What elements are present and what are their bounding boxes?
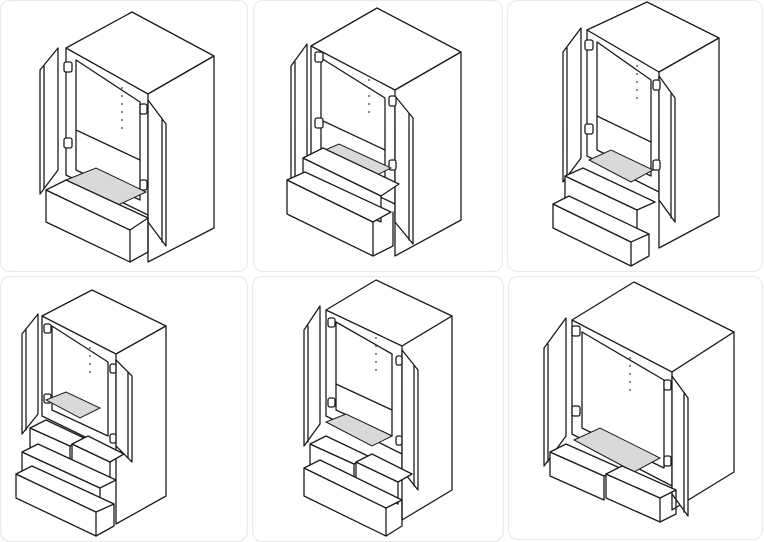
right-door <box>659 76 675 222</box>
hinge-icon <box>64 62 147 190</box>
cabinet-shelf <box>597 116 651 142</box>
left-door <box>563 28 581 182</box>
cabinet-back-opening <box>582 332 664 468</box>
cabinet-illustration-5 <box>252 276 504 542</box>
cabinet-card-6[interactable] <box>508 276 763 540</box>
cabinet-card-5[interactable] <box>252 276 504 542</box>
drawer-top <box>356 454 412 482</box>
right-door <box>672 376 688 516</box>
drawer-top <box>287 172 391 222</box>
left-door <box>22 314 38 434</box>
hinge-icon <box>328 318 402 445</box>
drawer-side <box>631 234 649 266</box>
right-door <box>395 96 413 244</box>
cabinet-card-3[interactable] <box>507 0 763 272</box>
hinge-icon <box>315 52 396 170</box>
cabinet-illustration-3 <box>507 0 763 272</box>
shelf-pin-holes <box>636 65 638 99</box>
drawer-slot <box>46 392 100 418</box>
drawer-slot <box>574 428 660 472</box>
shelf-pin-holes <box>89 347 91 373</box>
drawer-top <box>303 148 399 196</box>
cabinet-back-opening <box>597 42 651 176</box>
right-door <box>116 360 132 462</box>
left-door <box>304 306 320 446</box>
left-door <box>40 48 58 194</box>
shelf-pin-holes <box>629 357 631 391</box>
drawer-side <box>373 212 393 256</box>
cabinet-illustration-4 <box>0 276 248 542</box>
cabinet-back-opening <box>76 60 140 200</box>
cabinet-card-4[interactable] <box>0 276 248 542</box>
drawer-side <box>96 504 114 536</box>
cabinet-illustration-2 <box>253 0 503 272</box>
drawer-top <box>565 168 655 210</box>
right-door <box>148 100 166 246</box>
drawer-side <box>130 218 148 262</box>
shelf-pin-holes <box>121 87 123 129</box>
hinge-icon <box>572 326 671 466</box>
cabinet-back-opening <box>52 326 108 436</box>
cabinet-shelf <box>321 120 385 150</box>
shelf-pin-holes <box>368 79 370 113</box>
cabinet-card-1[interactable] <box>0 0 248 272</box>
right-door <box>402 350 418 490</box>
drawer-slot <box>589 150 653 182</box>
cabinet-card-2[interactable] <box>253 0 503 272</box>
drawer-side <box>386 500 402 536</box>
cabinet-shelf <box>336 384 392 410</box>
drawer-top <box>22 444 116 488</box>
drawer-slot <box>326 414 392 446</box>
hinge-icon <box>585 40 660 170</box>
drawer-top <box>72 436 124 462</box>
cabinet-illustration-1 <box>0 0 248 272</box>
left-door <box>544 318 566 466</box>
shelf-pin-holes <box>375 337 377 371</box>
cabinet-illustration-6 <box>508 276 763 540</box>
drawer-side <box>660 490 676 522</box>
cabinet-shelf <box>76 130 140 160</box>
